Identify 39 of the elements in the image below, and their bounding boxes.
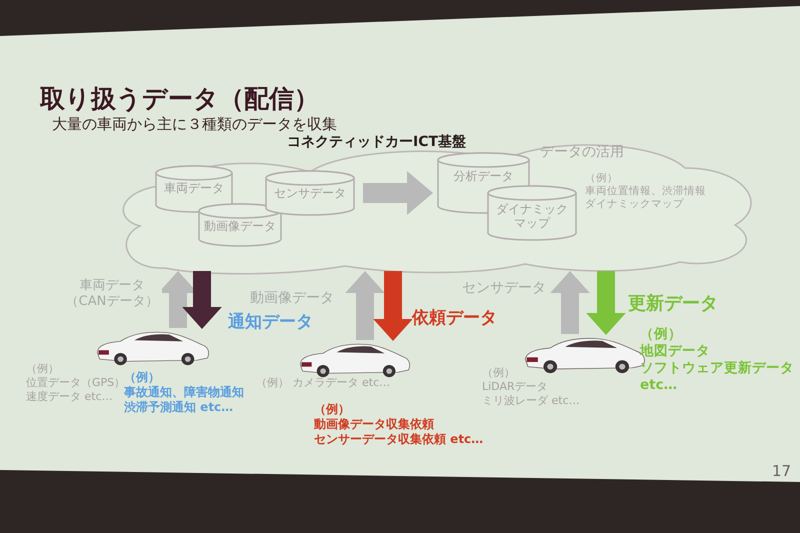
example-text: ミリ波レーダ etc… xyxy=(482,394,580,408)
subtitle-text: 大量の車両から主に３種類のデータを収集 xyxy=(52,115,337,133)
example-text: 事故通知、障害物通知 xyxy=(124,385,244,400)
diagram-heading: コネクティッドカーICT基盤 xyxy=(287,134,466,151)
database-cylinder xyxy=(198,203,282,247)
example-text: センサーデータ収集依頼 etc… xyxy=(314,432,484,446)
example-text: 位置データ（GPS） xyxy=(26,376,126,389)
example-text: （例） xyxy=(640,326,682,342)
example-text: （例） xyxy=(482,366,515,380)
example-text: （例） xyxy=(26,362,59,376)
cylinder-label: 動画像データ xyxy=(203,219,277,234)
edge-label: 通知データ xyxy=(228,312,313,332)
database-cylinder xyxy=(265,170,355,216)
example-text: ソフトウェア更新データ xyxy=(640,360,794,376)
example-text: 車両位置情報、渋滞情報 xyxy=(585,185,706,198)
example-text: （例） xyxy=(124,370,160,384)
example-text: 地図データ xyxy=(640,343,710,360)
example-text: LiDARデータ xyxy=(482,380,548,394)
cylinder-label: 分析データ xyxy=(452,169,514,184)
cylinder-label: センサデータ xyxy=(273,186,347,200)
cylinder-label: 車両データ xyxy=(163,181,225,196)
example-text: ダイナミックマップ xyxy=(585,198,684,211)
edge-label: 更新データ xyxy=(628,293,718,315)
database-cylinder xyxy=(155,165,233,213)
example-text: 速度データ etc… xyxy=(26,390,113,404)
edge-label: センサデータ xyxy=(462,280,546,297)
example-text: etc… xyxy=(640,377,678,394)
slide-title: 取り扱うデータ（配信） xyxy=(40,84,319,114)
section-label: データの活用 xyxy=(540,144,624,161)
example-text: （例） カメラデータ etc… xyxy=(256,376,390,390)
database-cylinder xyxy=(487,185,577,241)
example-text: （例） xyxy=(314,402,350,416)
page-number: 17 xyxy=(772,462,792,480)
edge-label: 動画像データ xyxy=(250,290,334,307)
example-text: 渋滞予測通知 etc… xyxy=(124,400,234,414)
cylinder-label: ダイナミックマップ xyxy=(495,202,569,231)
example-text: （例） xyxy=(585,172,618,185)
edge-label: 依頼データ xyxy=(412,308,497,328)
example-text: 動画像データ収集依頼 xyxy=(314,417,434,432)
